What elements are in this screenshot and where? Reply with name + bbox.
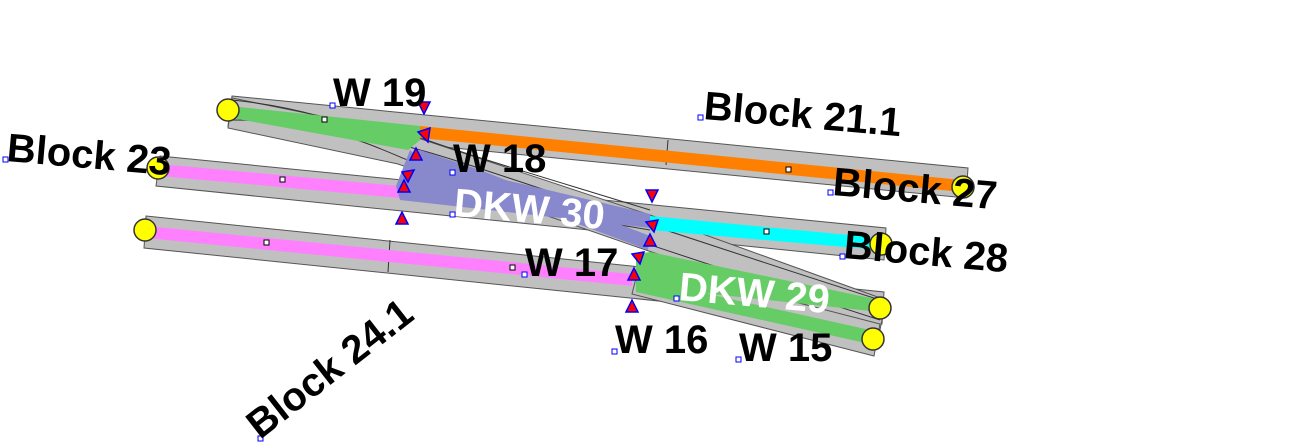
buffer-middle-left[interactable]	[146, 156, 170, 180]
buffer-upper-right[interactable]	[951, 175, 975, 199]
anchor-w17	[521, 271, 528, 278]
marker-dkw30-b[interactable]	[644, 219, 660, 234]
marker-w17-a[interactable]	[630, 251, 646, 266]
marker-block23-a[interactable]	[396, 178, 412, 193]
label-block-21-1[interactable]: Block 21.1	[702, 84, 903, 145]
label-block-23[interactable]: Block 23	[5, 126, 173, 184]
route-green-upper-left	[230, 106, 420, 150]
marker-w18-c[interactable]	[400, 169, 416, 184]
label-w16[interactable]: W 16	[615, 318, 708, 362]
route-dkw29-green	[636, 252, 880, 312]
marker-dkw30-c[interactable]	[642, 232, 658, 247]
marker-w19[interactable]	[416, 101, 432, 116]
track-mid-markers	[263, 116, 792, 271]
anchor-block24	[257, 435, 264, 442]
marker-block23-b[interactable]	[394, 210, 410, 225]
buffer-lower-left[interactable]	[133, 218, 157, 242]
marker-w17-b[interactable]	[626, 266, 642, 281]
route-dkw29-green-lower	[636, 278, 870, 344]
anchor-block21	[697, 114, 704, 121]
buffers	[133, 98, 975, 351]
anchor-dkw29	[673, 295, 680, 302]
anchor-squares	[2, 102, 846, 442]
label-w17[interactable]: W 17	[525, 241, 618, 285]
label-block-27[interactable]: Block 27	[831, 160, 999, 218]
anchor-block28	[839, 253, 846, 260]
buffer-lower-right-b[interactable]	[861, 327, 885, 351]
anchor-dkw30	[449, 211, 456, 218]
marker-w16[interactable]	[624, 298, 640, 313]
label-block-24-1[interactable]: Block 24.1	[238, 291, 421, 442]
buffer-upper-left[interactable]	[216, 98, 240, 122]
buffer-middle-right[interactable]	[869, 232, 893, 256]
marker-w18-b[interactable]	[408, 146, 424, 161]
label-w18[interactable]: W 18	[453, 137, 546, 181]
marker-w18-a[interactable]	[416, 126, 431, 144]
label-w15[interactable]: W 15	[739, 326, 832, 370]
anchor-block23	[2, 156, 9, 163]
anchor-w16	[611, 348, 618, 355]
marker-dkw30-a[interactable]	[644, 189, 660, 204]
switch-markers	[394, 101, 660, 313]
anchor-block27	[827, 189, 834, 196]
route-dkw30-purple-diag	[410, 150, 650, 250]
route-highlights	[146, 106, 962, 344]
label-w19[interactable]: W 19	[333, 71, 426, 115]
label-block-28[interactable]: Block 28	[842, 223, 1010, 281]
anchor-w19	[329, 102, 336, 109]
anchor-w15	[735, 356, 742, 363]
anchor-w18	[449, 169, 456, 176]
buffer-lower-right-a[interactable]	[868, 296, 892, 320]
route-orange-block-21-1	[420, 126, 962, 192]
